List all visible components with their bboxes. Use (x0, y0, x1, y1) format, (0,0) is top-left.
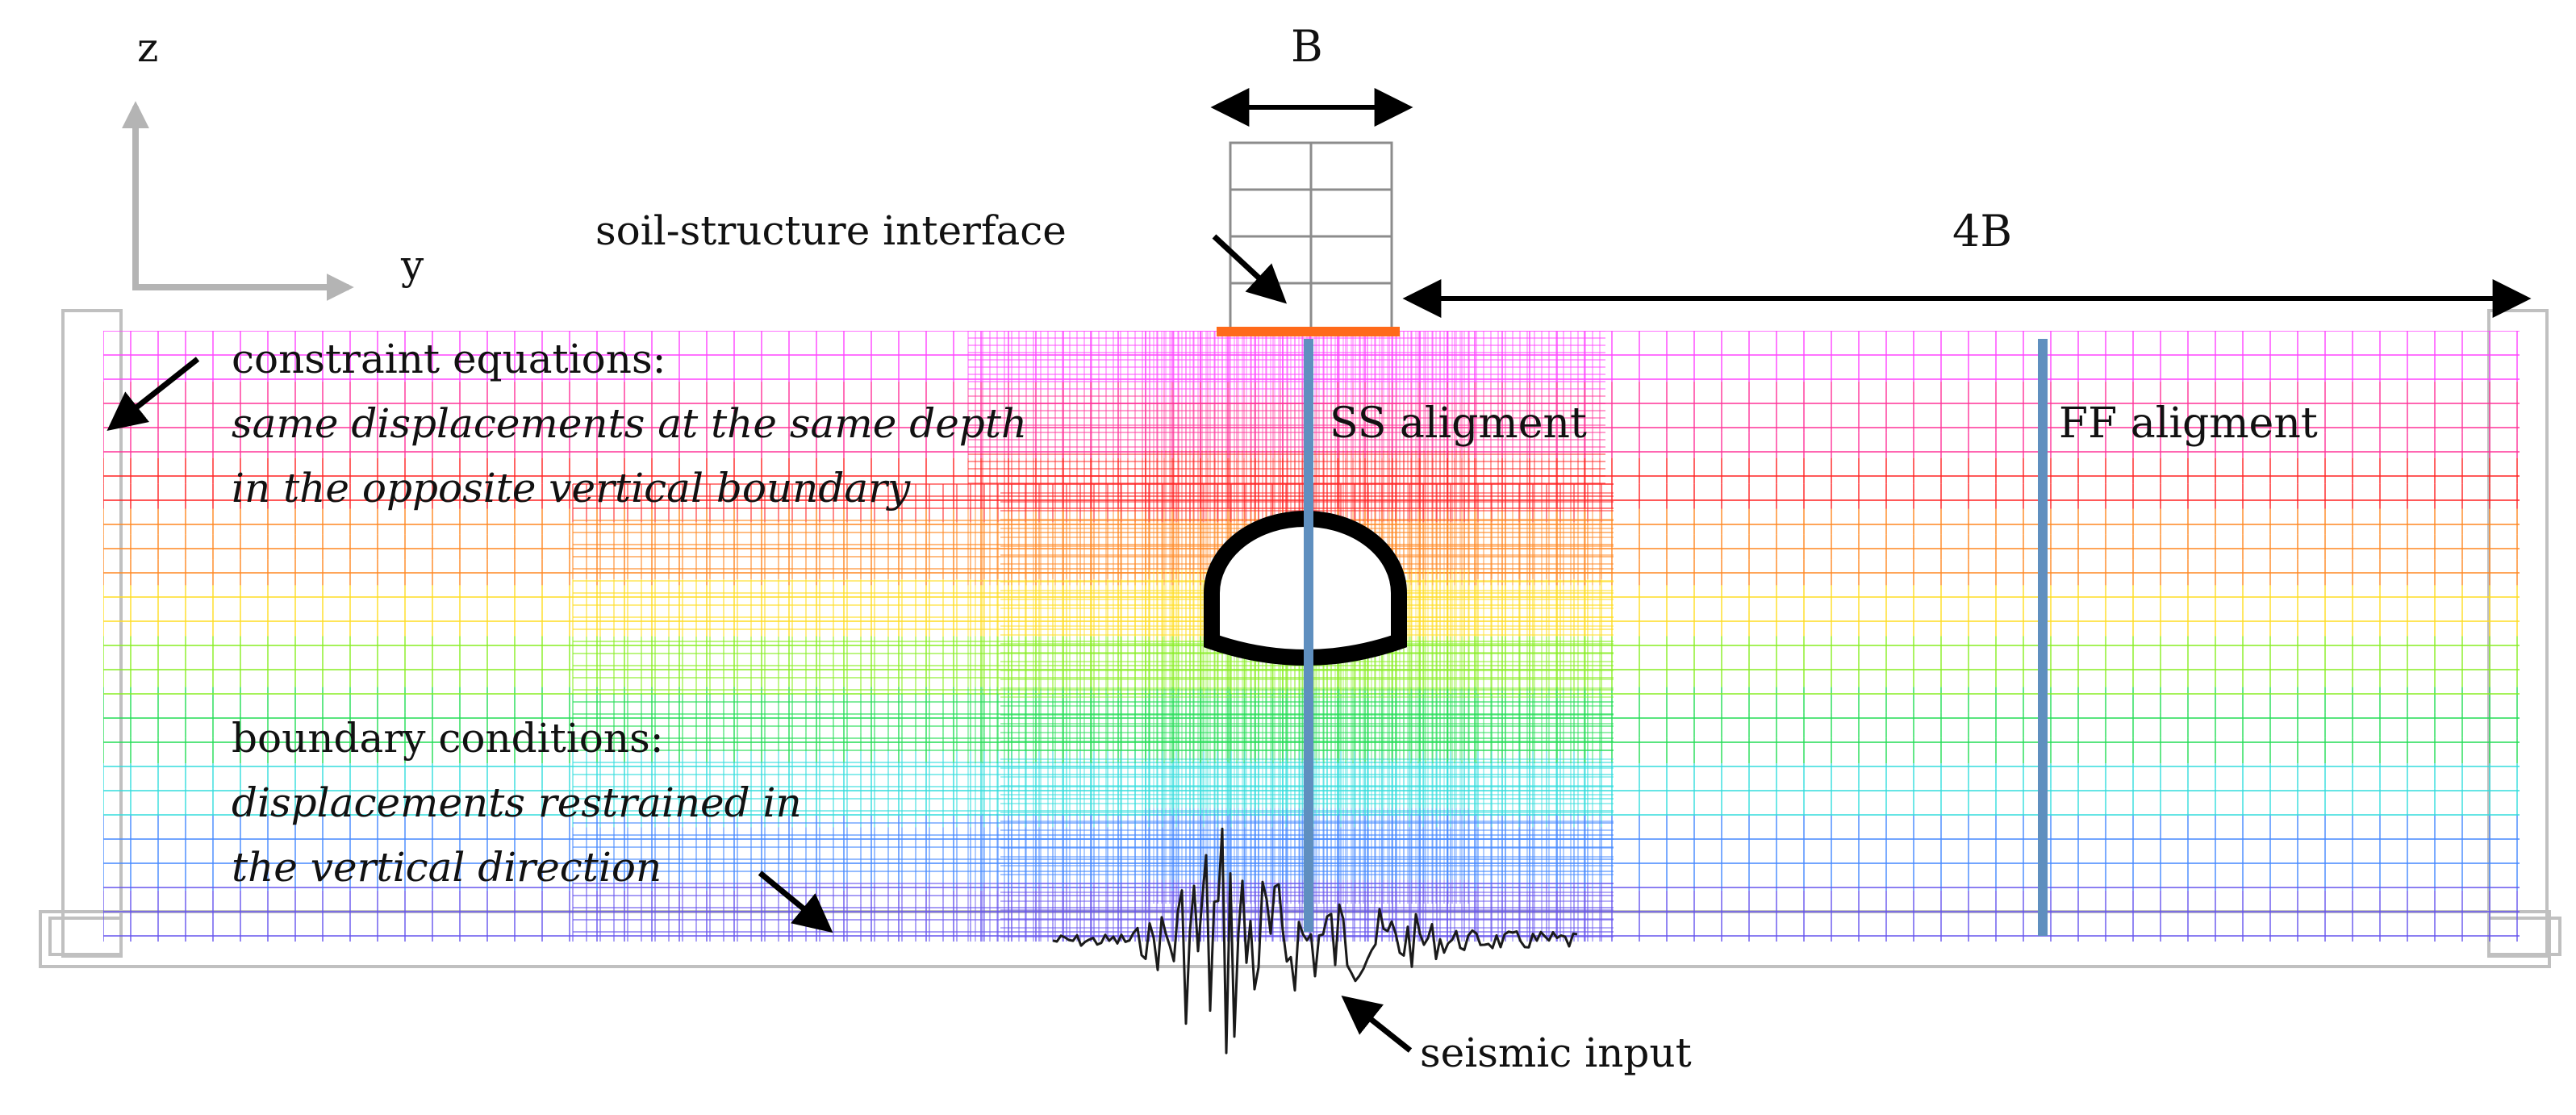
finite-element-mesh (103, 331, 2520, 942)
